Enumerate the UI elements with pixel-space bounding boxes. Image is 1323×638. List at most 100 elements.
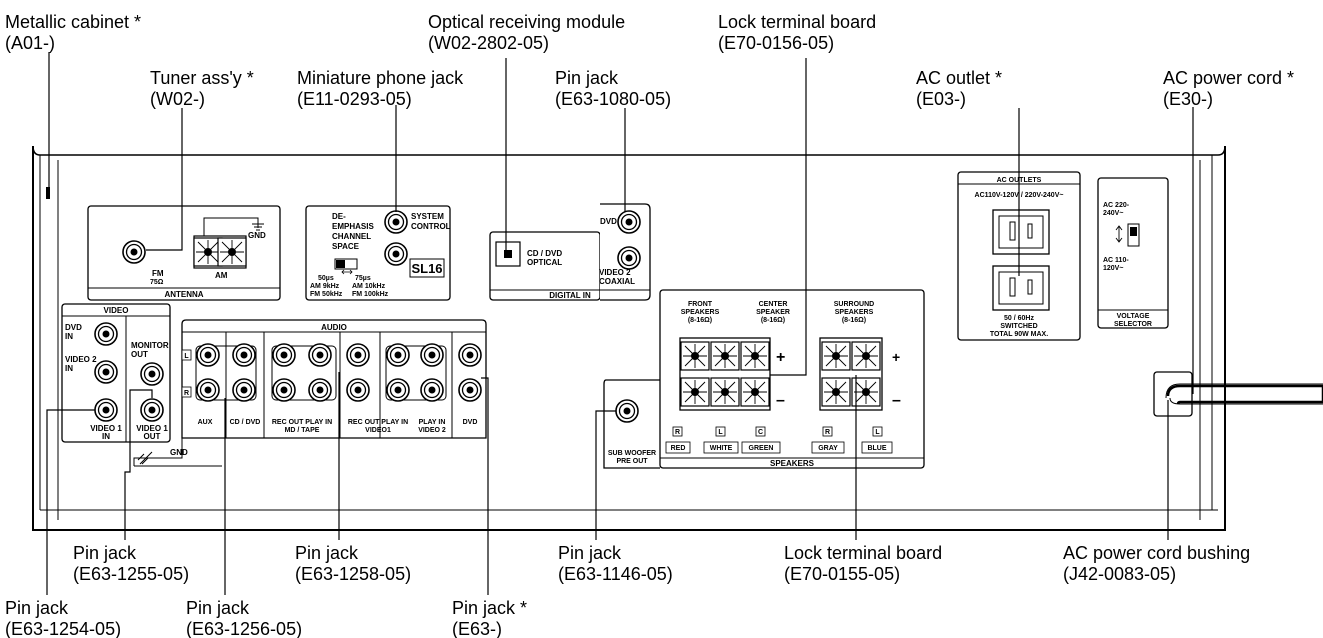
callout-tuner-code: (W02-) <box>150 89 205 109</box>
fm-ohm-label: 75Ω <box>150 279 164 286</box>
gnd-label: GND <box>248 231 266 240</box>
surround-l-plus-terminal[interactable] <box>851 341 881 371</box>
v2-in-label-1: VIDEO 2 <box>65 355 97 364</box>
optical-label-1: CD / DVD <box>527 249 562 258</box>
system-control-jack-2[interactable] <box>384 242 408 266</box>
callout-optical-code: (W02-2802-05) <box>428 33 549 53</box>
selector-lo-1: AC 110- <box>1103 257 1129 264</box>
surround-r-plus-terminal[interactable] <box>821 341 851 371</box>
callout-pin-jack-top-code: (E63-1080-05) <box>555 89 671 109</box>
video2-coax-jack[interactable] <box>617 246 641 270</box>
subwoofer-label-2: PRE OUT <box>616 458 648 465</box>
deemph-am-10: AM 10kHz <box>352 283 386 290</box>
digital-in-title: DIGITAL IN <box>549 291 591 300</box>
selector-lo-2: 120V~ <box>1103 265 1123 272</box>
center-plus-terminal[interactable] <box>740 341 770 371</box>
center-minus-terminal[interactable] <box>740 377 770 407</box>
tag-gray: GRAY <box>818 445 838 452</box>
v1-rec-out-r-jack[interactable] <box>346 378 370 402</box>
dvd-in-label-2: IN <box>65 332 73 341</box>
speaker-color-tags: R RED L WHITE C GREEN R GRAY L BLUE <box>665 426 893 454</box>
cddvd-label: CD / DVD <box>230 419 261 426</box>
v1-rec-out-l-jack[interactable] <box>346 343 370 367</box>
callout-labels: Metallic cabinet * (A01-) Tuner ass'y * … <box>5 12 1294 638</box>
md-label-2: MD / TAPE <box>285 427 320 434</box>
v1-in-label-1: VIDEO 1 <box>90 424 122 433</box>
tag-white: WHITE <box>710 445 733 452</box>
am-terminal-2[interactable] <box>217 237 247 267</box>
audio-l-label: L <box>184 353 189 360</box>
center-label-3: (8-16Ω) <box>761 317 785 324</box>
callout-pj1256-code: (E63-1256-05) <box>186 619 302 638</box>
monitor-out-jack[interactable] <box>140 362 164 386</box>
subwoofer-pre-out-jack[interactable] <box>615 399 639 423</box>
cd-dvd-l-jack[interactable] <box>232 343 256 367</box>
callout-metallic-cabinet-name: Metallic cabinet * <box>5 12 141 32</box>
dvd-audio-label: DVD <box>463 419 478 426</box>
callout-power-cord-name: AC power cord * <box>1163 68 1294 88</box>
front-r-plus-terminal[interactable] <box>680 341 710 371</box>
audio-title: AUDIO <box>321 323 347 332</box>
dvd-coax-jack[interactable] <box>617 210 641 234</box>
system-label-2: CONTROL <box>411 222 451 231</box>
deemph-fm-100: FM 100kHz <box>352 291 389 298</box>
front-label-1: FRONT <box>688 301 713 308</box>
dvd-audio-r-jack[interactable] <box>458 378 482 402</box>
v1-in-label-2: IN <box>102 432 110 441</box>
deemphasis-section: DE- EMPHASIS CHANNEL SPACE SYSTEM CONTRO… <box>305 205 451 301</box>
callout-phone-jack-name: Miniature phone jack <box>297 68 464 88</box>
callout-lock-bottom-name: Lock terminal board <box>784 543 942 563</box>
fc-plus-label: + <box>776 349 785 366</box>
ac-switched-label: SWITCHED <box>1000 323 1037 330</box>
audio-jack-pairs <box>195 345 447 401</box>
deemph-am-9: AM 9kHz <box>310 283 340 290</box>
video2-in-jack[interactable] <box>94 360 118 384</box>
selector-title-1: VOLTAGE <box>1117 313 1150 320</box>
callout-pj1146-name: Pin jack <box>558 543 622 563</box>
fm-antenna-jack[interactable] <box>122 240 146 264</box>
callout-pj1254-name: Pin jack <box>5 598 69 618</box>
cd-dvd-r-jack[interactable] <box>232 378 256 402</box>
tag-blue: BLUE <box>867 445 886 452</box>
leader-lines <box>46 52 1194 595</box>
deemph-fm-50: FM 50kHz <box>310 291 343 298</box>
front-r-minus-terminal[interactable] <box>680 377 710 407</box>
dvd-video-in-jack[interactable] <box>94 322 118 346</box>
ac-outlet-lower[interactable] <box>992 265 1050 311</box>
video1-out-jack[interactable] <box>140 398 164 422</box>
tag-letter-l2: L <box>875 429 880 436</box>
callout-pj1146-code: (E63-1146-05) <box>558 564 673 584</box>
md-play-in-l-jack[interactable] <box>308 343 332 367</box>
deemph-l3: CHANNEL <box>332 232 371 241</box>
tag-red: RED <box>671 445 686 452</box>
aux-r-jack[interactable] <box>196 378 220 402</box>
front-l-plus-terminal[interactable] <box>710 341 740 371</box>
tag-letter-l1: L <box>718 429 723 436</box>
md-rec-out-l-jack[interactable] <box>272 343 296 367</box>
surround-r-minus-terminal[interactable] <box>821 377 851 407</box>
dvd-audio-l-jack[interactable] <box>458 343 482 367</box>
callout-lock-top-code: (E70-0156-05) <box>718 33 834 53</box>
v2-play-in-l-jack[interactable] <box>420 343 444 367</box>
md-play-in-r-jack[interactable] <box>308 378 332 402</box>
v1-play-in-l-jack[interactable] <box>386 343 410 367</box>
v2-play-in-r-jack[interactable] <box>420 378 444 402</box>
md-rec-out-r-jack[interactable] <box>272 378 296 402</box>
video1-in-jack[interactable] <box>94 398 118 422</box>
ac-outlet-upper[interactable] <box>992 209 1050 255</box>
tag-green: GREEN <box>749 445 774 452</box>
callout-pj1256-name: Pin jack <box>186 598 250 618</box>
selector-hi-1: AC 220- <box>1103 202 1130 209</box>
optical-label-2: OPTICAL <box>527 258 562 267</box>
deemphasis-switch[interactable] <box>334 258 358 270</box>
ac-hz-label: 50 / 60Hz <box>1004 315 1034 322</box>
front-l-minus-terminal[interactable] <box>710 377 740 407</box>
v1-play-in-r-jack[interactable] <box>386 378 410 402</box>
antenna-title: ANTENNA <box>164 290 203 299</box>
v1-label-2: VIDEO1 <box>365 427 391 434</box>
system-control-jack-1[interactable] <box>384 210 408 234</box>
aux-l-jack[interactable] <box>196 343 220 367</box>
surr-minus-label: – <box>892 392 901 409</box>
selector-hi-2: 240V~ <box>1103 210 1123 217</box>
callout-pin-jack-top-name: Pin jack <box>555 68 619 88</box>
